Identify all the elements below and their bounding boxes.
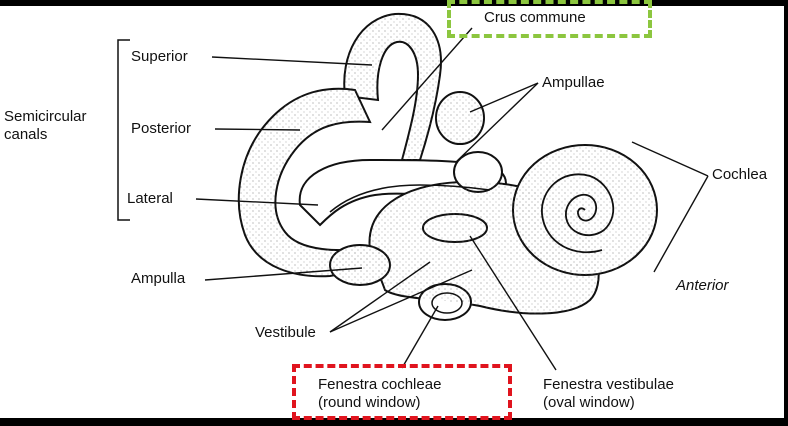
label-superior: Superior	[131, 48, 188, 66]
label-fenestra-cochleae-line2: (round window)	[318, 394, 441, 412]
label-fenestra-vestibulae: Fenestra vestibulae (oval window)	[543, 376, 674, 412]
label-fenestra-vestibulae-line2: (oval window)	[543, 394, 674, 412]
label-vestibule: Vestibule	[255, 324, 316, 342]
label-fenestra-cochleae: Fenestra cochleae (round window)	[318, 376, 441, 412]
leader-posterior	[215, 129, 300, 130]
leader-fenestra-cochleae	[402, 306, 438, 368]
leader-ampullae-1	[470, 83, 538, 112]
label-crus-commune: Crus commune	[484, 9, 586, 27]
label-semicircular-line2: canals	[4, 126, 87, 144]
label-anterior: Anterior	[676, 277, 729, 295]
label-fenestra-cochleae-line1: Fenestra cochleae	[318, 376, 441, 394]
label-ampulla: Ampulla	[131, 270, 185, 288]
label-lateral: Lateral	[127, 190, 173, 208]
label-semicircular-line1: Semicircular	[4, 108, 87, 126]
label-fenestra-vestibulae-line1: Fenestra vestibulae	[543, 376, 674, 394]
label-posterior: Posterior	[131, 120, 191, 138]
label-cochlea: Cochlea	[712, 166, 767, 184]
label-semicircular: Semicircular canals	[4, 108, 87, 144]
label-ampullae: Ampullae	[542, 74, 605, 92]
leader-cochlea-2	[654, 176, 708, 272]
